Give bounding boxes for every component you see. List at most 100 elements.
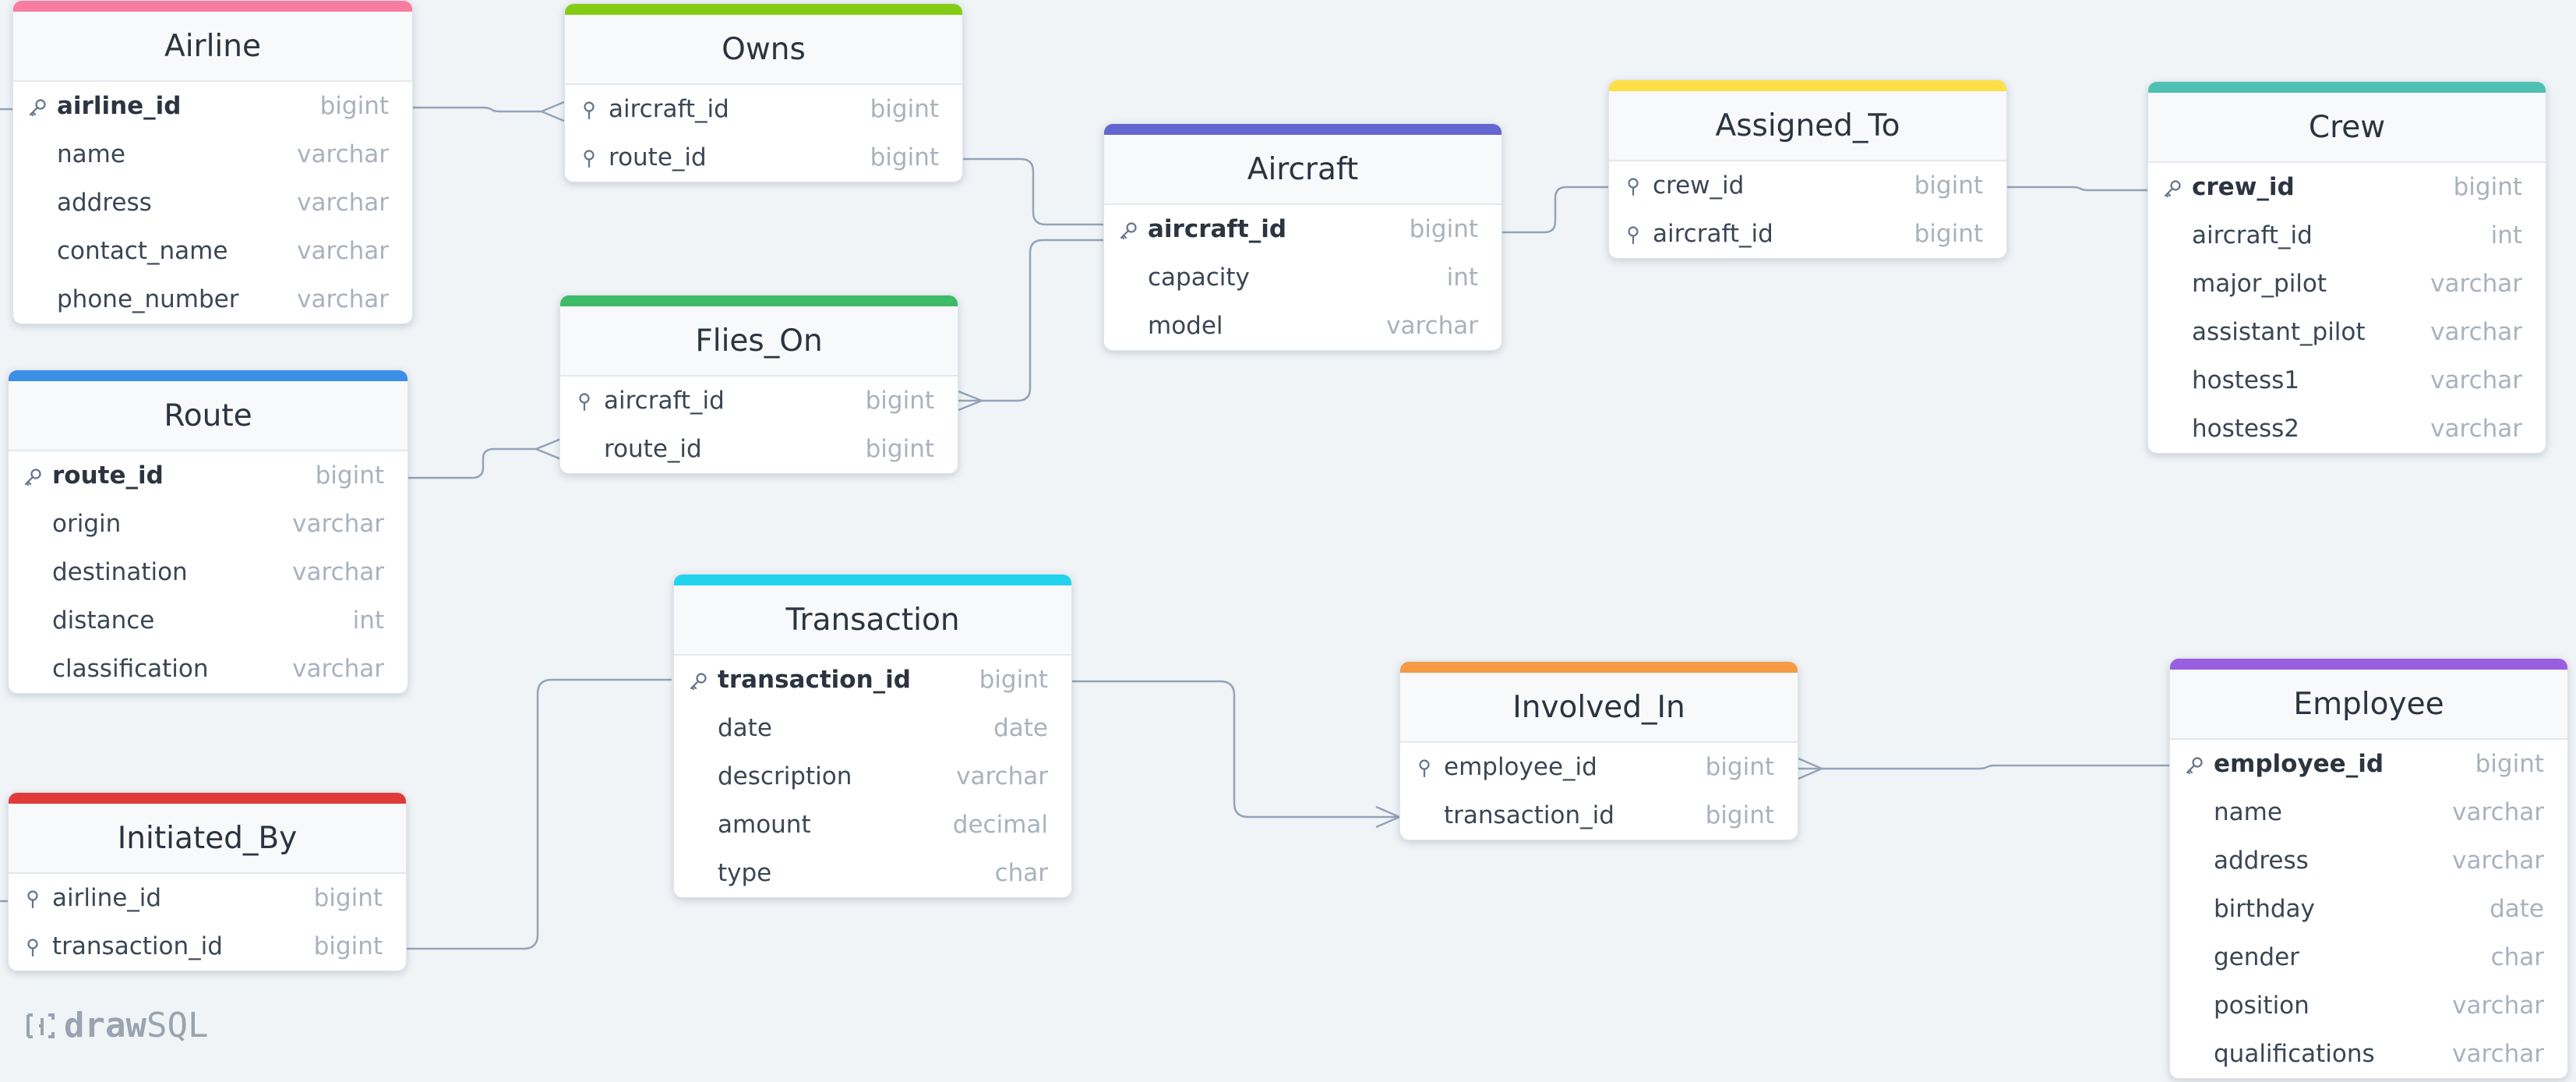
column-name: qualifications	[2214, 1040, 2375, 1068]
column-name: destination	[52, 558, 188, 586]
column-name: description	[718, 762, 852, 790]
column-type: varchar	[2430, 415, 2522, 443]
column-type: bigint	[319, 92, 389, 120]
column-name: name	[57, 140, 125, 168]
table-header[interactable]: Initiated_By	[9, 793, 406, 874]
column-type: varchar	[2452, 1040, 2544, 1068]
column-type: date	[2490, 895, 2544, 923]
relation-route-flies	[408, 447, 536, 479]
table-header[interactable]: Transaction	[674, 575, 1071, 656]
table-header[interactable]: Aircraft	[1104, 124, 1501, 205]
relation-involved-employee	[1798, 764, 2171, 770]
column-type: bigint	[313, 932, 383, 960]
column-type: varchar	[297, 237, 389, 265]
column-row[interactable]: qualifications varchar	[2170, 1030, 2567, 1078]
column-type: varchar	[1386, 312, 1478, 340]
table-header[interactable]: Route	[9, 370, 408, 451]
column-type: decimal	[952, 811, 1048, 839]
column-name: aircraft_id	[604, 387, 725, 415]
column-type: varchar	[2430, 270, 2522, 298]
relation-aircraft-assigned	[1502, 186, 1610, 234]
column-name: transaction_id	[718, 666, 911, 694]
column-name: amount	[718, 811, 811, 839]
table-header[interactable]: Employee	[2170, 659, 2567, 740]
foreign-key-icon	[1623, 224, 1643, 245]
column-type: bigint	[1705, 753, 1774, 781]
column-name: classification	[52, 655, 209, 683]
table-header[interactable]: Crew	[2148, 82, 2546, 163]
table-header[interactable]: Owns	[565, 4, 962, 85]
column-name: hostess1	[2192, 366, 2300, 394]
table-header[interactable]: Airline	[13, 1, 412, 82]
column-type: char	[2490, 943, 2544, 971]
column-type: bigint	[865, 387, 934, 415]
column-name: origin	[52, 510, 122, 538]
table-header[interactable]: Assigned_To	[1609, 80, 2006, 161]
table-header[interactable]: Involved_In	[1400, 662, 1798, 743]
table-header[interactable]: Flies_On	[560, 295, 958, 377]
column-row[interactable]: aircraft_id bigint	[560, 377, 958, 425]
crowfoot-owns	[538, 100, 566, 123]
column-type: date	[993, 714, 1048, 742]
column-row[interactable]: amount decimal	[674, 801, 1071, 849]
column-type: varchar	[2452, 992, 2544, 1020]
column-type: varchar	[297, 189, 389, 217]
